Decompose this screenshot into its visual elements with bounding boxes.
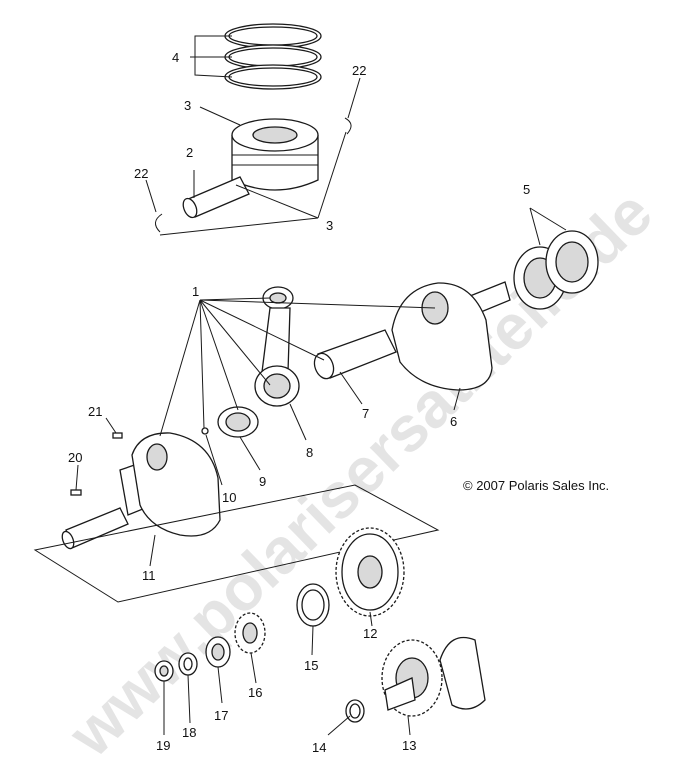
circlip-right: [344, 117, 352, 135]
label-22-right: 22: [352, 63, 366, 78]
label-2: 2: [186, 145, 193, 160]
copyright-text: © 2007 Polaris Sales Inc.: [463, 478, 609, 493]
label-3-top: 3: [184, 98, 191, 113]
label-21: 21: [88, 404, 102, 419]
balance-shaft: [381, 636, 486, 717]
label-22-left: 22: [134, 166, 148, 181]
callout-labels: 1 2 3 3 4 5 6 7 8 9 10 11 12 13 14 15 16…: [68, 50, 530, 755]
label-1: 1: [192, 284, 199, 299]
label-14: 14: [312, 740, 326, 755]
locating-pin: [201, 427, 209, 435]
piston-rings: [224, 23, 322, 90]
piston-pin: [182, 176, 250, 219]
label-19: 19: [156, 738, 170, 753]
label-9: 9: [259, 474, 266, 489]
piston: [231, 118, 319, 191]
crankshaft-left-half: [61, 432, 221, 550]
label-6: 6: [450, 414, 457, 429]
label-15: 15: [304, 658, 318, 673]
label-11: 11: [142, 568, 156, 583]
nut-19: [154, 660, 174, 682]
lock-nut: [205, 636, 231, 668]
crank-gear: [335, 527, 405, 617]
washer-18: [178, 652, 198, 676]
thrust-washer: [296, 583, 330, 627]
crank-assembly-outline: [33, 484, 440, 603]
label-20: 20: [68, 450, 82, 465]
label-18: 18: [182, 725, 196, 740]
label-8: 8: [306, 445, 313, 460]
connecting-rod: [254, 286, 300, 407]
label-16: 16: [248, 685, 262, 700]
label-7: 7: [362, 406, 369, 421]
label-3-bottom: 3: [326, 218, 333, 233]
label-17: 17: [214, 708, 228, 723]
needle-bearing: [217, 406, 259, 438]
leader-lines: [75, 35, 567, 736]
label-10: 10: [222, 490, 236, 505]
label-12: 12: [363, 626, 377, 641]
woodruff-key-21: [112, 432, 123, 439]
washer-14: [345, 699, 365, 723]
label-5: 5: [523, 182, 530, 197]
sprocket: [234, 612, 266, 654]
circlip-left: [155, 213, 163, 233]
label-13: 13: [402, 738, 416, 753]
label-4: 4: [172, 50, 179, 65]
crankshaft-right-half: [391, 281, 511, 391]
main-bearings: [513, 230, 599, 310]
crank-pin: [313, 329, 397, 380]
woodruff-key-20: [70, 489, 82, 496]
